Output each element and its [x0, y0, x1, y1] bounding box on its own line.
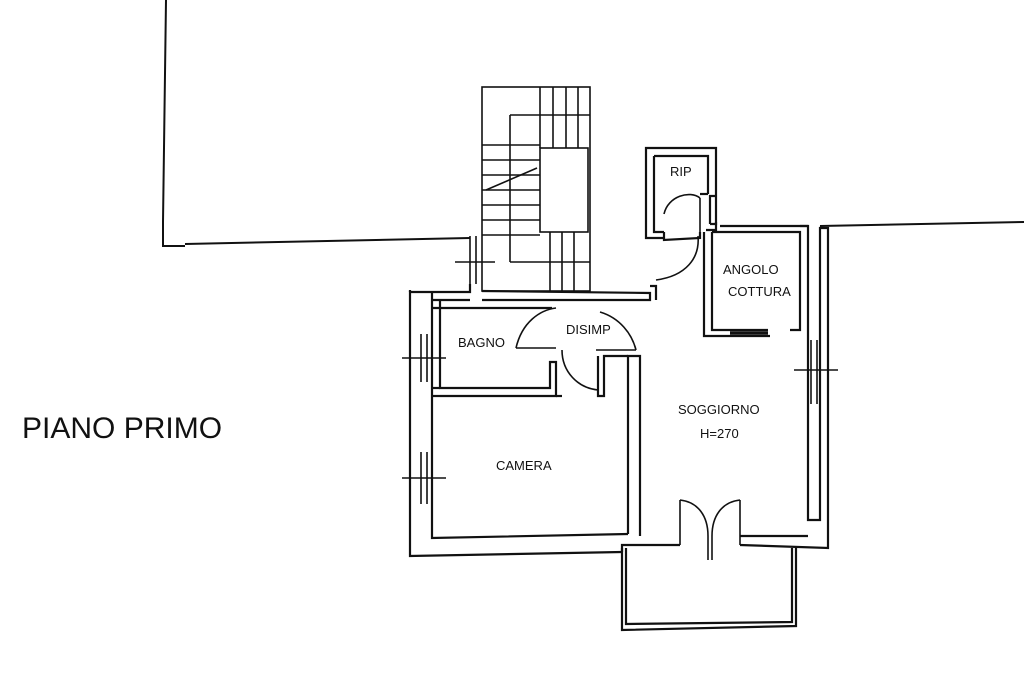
entry-door — [655, 235, 699, 281]
apartment-walls — [408, 224, 830, 632]
rip-door — [663, 193, 701, 215]
bathroom-door — [515, 307, 557, 349]
label-disimp: DISIMP — [566, 322, 611, 337]
window-stair — [455, 236, 495, 284]
label-height: H=270 — [700, 426, 739, 441]
label-bagno: BAGNO — [458, 335, 505, 350]
label-cottura: COTTURA — [728, 284, 791, 299]
label-soggiorno: SOGGIORNO — [678, 402, 760, 417]
rip-closet — [644, 146, 718, 242]
window-camera — [402, 452, 446, 504]
kitchen-corner — [702, 224, 808, 338]
label-rip: RIP — [670, 164, 692, 179]
balcony-door — [679, 499, 741, 560]
plan-title: PIANO PRIMO — [22, 412, 222, 445]
disimp-door — [599, 311, 637, 351]
window-bagno — [402, 334, 446, 382]
label-camera: CAMERA — [496, 458, 552, 473]
camera-door — [561, 349, 599, 391]
window-soggiorno — [794, 340, 838, 404]
label-angolo: ANGOLO — [723, 262, 779, 277]
building-outline — [162, 0, 1024, 247]
staircase — [481, 86, 591, 292]
